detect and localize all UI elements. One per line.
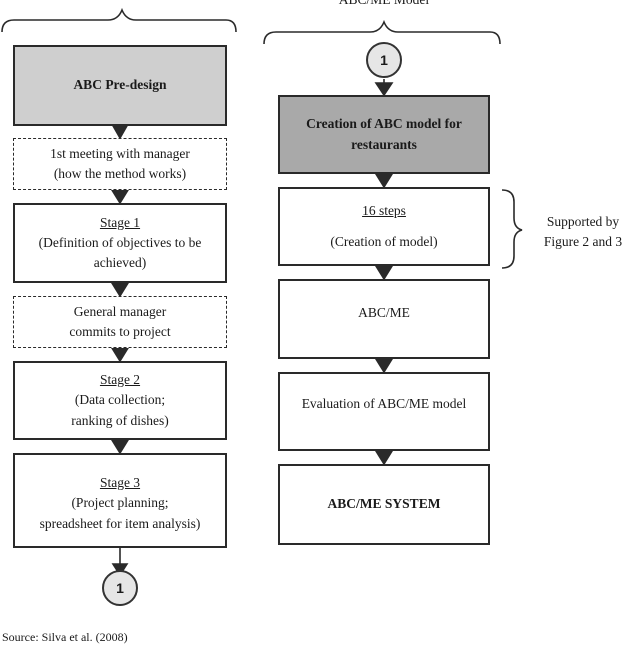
- arrow-right-2: [374, 173, 394, 189]
- manager-commits-box: General manager commits to project: [13, 296, 227, 348]
- supported-by-note: Supported by Figure 2 and 3: [543, 214, 623, 250]
- stage2-box: Stage 2 (Data collection; ranking of dis…: [13, 361, 227, 440]
- connector-circle-top: 1: [366, 42, 402, 78]
- stage3-title: Stage 3: [99, 475, 141, 490]
- arrow-left-3: [110, 282, 130, 298]
- connector-circle-bottom: 1: [102, 570, 138, 606]
- abc-predesign-label: ABC Pre-design: [73, 77, 167, 93]
- stage1-title: Stage 1: [99, 214, 141, 230]
- first-meeting-box: 1st meeting with manager (how the method…: [13, 138, 227, 190]
- arrow-left-2: [110, 189, 130, 205]
- right-top-brace: [263, 19, 501, 45]
- sixteen-steps-title: 16 steps: [362, 203, 406, 219]
- arrow-right-1: [374, 82, 394, 97]
- abc-predesign-box: ABC Pre-design: [13, 45, 227, 126]
- source-caption: Source: Silva et al. (2008): [2, 630, 128, 644]
- steps-side-brace: [501, 189, 523, 269]
- left-top-brace: [1, 7, 237, 33]
- stage2-title: Stage 2: [99, 372, 141, 388]
- sixteen-steps-box: 16 steps (Creation of model): [278, 187, 490, 266]
- arrow-right-5: [374, 450, 394, 466]
- arrow-right-4: [374, 358, 394, 374]
- evaluation-box: Evaluation of ABC/ME model: [278, 372, 490, 451]
- stage1-box: Stage 1 (Definition of objectives to be …: [13, 203, 227, 283]
- abcme-box: ABC/ME: [278, 279, 490, 359]
- right-column-header: ABC/ME Model: [284, 0, 484, 10]
- arrow-left-4: [110, 347, 130, 363]
- arrow-left-5: [110, 439, 130, 455]
- stage3-box: Stage 3 (Project planning; spreadsheet f…: [13, 453, 227, 548]
- arrow-left-1: [110, 123, 130, 140]
- arrow-right-3: [374, 265, 394, 281]
- abcme-system-box: ABC/ME SYSTEM: [278, 464, 490, 545]
- creation-abc-model-box: Creation of ABC model for restaurants: [278, 95, 490, 174]
- arrow-left-6: [111, 563, 129, 577]
